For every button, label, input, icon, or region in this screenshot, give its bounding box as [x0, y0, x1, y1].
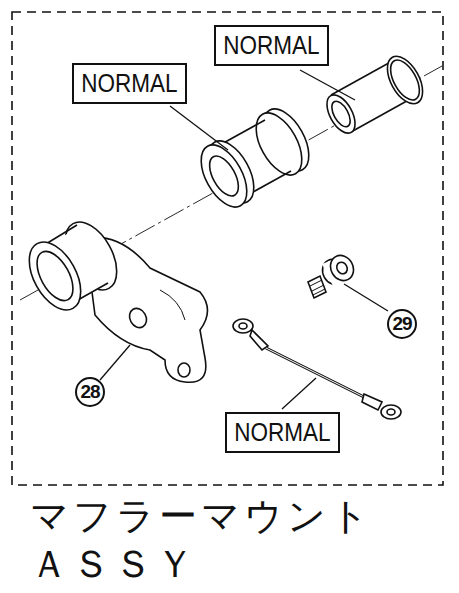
spec-label-box: NORMAL: [214, 25, 329, 66]
mount-arm: [19, 213, 208, 382]
spec-label-box: NORMAL: [225, 412, 340, 453]
spec-label-box: NORMAL: [72, 63, 187, 104]
small-sleeve: [321, 50, 430, 137]
bolt: [308, 251, 358, 298]
callout-number: 29: [392, 313, 411, 335]
assembly-caption: マフラーマウント ＡＳＳＹ: [30, 492, 400, 588]
assembly-frame: [12, 12, 443, 485]
spec-label: NORMAL: [234, 420, 330, 445]
callout-circle: 29: [387, 309, 417, 339]
spec-label: NORMAL: [81, 71, 177, 96]
ground-cable: [233, 319, 401, 419]
callout-circle: 28: [75, 377, 105, 407]
large-bushing: [192, 102, 318, 215]
callout-number: 28: [80, 381, 99, 403]
leader-lines: [100, 70, 388, 409]
spec-label: NORMAL: [223, 33, 319, 58]
